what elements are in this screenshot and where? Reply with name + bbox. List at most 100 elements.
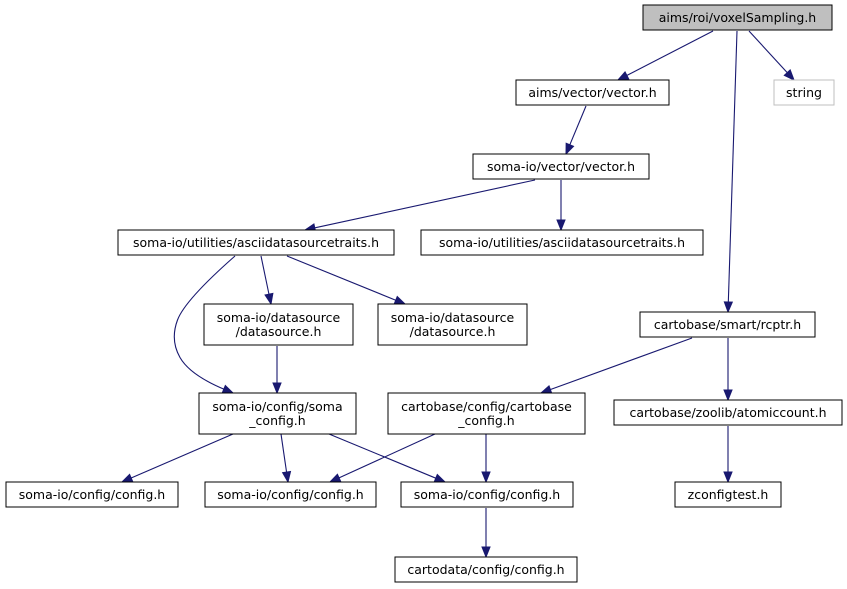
- node-layer: aims/roi/voxelSampling.h aims/vector/vect…: [5, 4, 843, 583]
- node-label: aims/vector/vector.h: [528, 85, 656, 100]
- edge-line: [286, 255, 397, 302]
- node-label: _config.h: [248, 413, 305, 428]
- arrowhead: [723, 301, 734, 314]
- node-ds1[interactable]: soma-io/datasource/datasource.h: [203, 303, 354, 346]
- node-rcptr[interactable]: cartobase/smart/rcptr.h: [639, 311, 816, 338]
- node-label: soma-io/config/config.h: [414, 487, 560, 502]
- node-box: [117, 229, 395, 256]
- arrowhead: [723, 471, 733, 484]
- edge-root-to-rcptr: [723, 30, 738, 314]
- node-label: cartobase/zoolib/atomiccount.h: [629, 405, 826, 420]
- edge-soma_config-to-config1: [120, 433, 234, 483]
- edge-line: [328, 433, 437, 480]
- node-box: [639, 311, 816, 338]
- edge-line: [173, 255, 236, 391]
- node-config3[interactable]: soma-io/config/config.h: [400, 481, 574, 508]
- arrowhead: [783, 69, 795, 81]
- arrowhead: [221, 384, 235, 394]
- arrowhead: [281, 470, 292, 484]
- node-label: cartobase/smart/rcptr.h: [654, 317, 801, 332]
- node-box: [515, 79, 670, 106]
- edge-line: [313, 179, 536, 229]
- edge-rcptr-to-cartobase_config: [539, 337, 693, 394]
- node-box: [642, 4, 833, 31]
- node-label: /datasource.h: [410, 324, 496, 339]
- edge-ascii1-to-ds2: [286, 255, 407, 305]
- node-box: [674, 481, 782, 508]
- arrowhead: [433, 473, 447, 483]
- edge-line: [130, 433, 234, 479]
- arrowhead: [272, 382, 282, 395]
- node-label: zconfigtest.h: [688, 487, 769, 502]
- edge-cartobase_config-to-config2: [328, 433, 436, 483]
- node-label: /datasource.h: [236, 324, 322, 339]
- node-soma_config[interactable]: soma-io/config/soma_config.h: [198, 392, 357, 435]
- edge-rcptr-to-atomiccount: [723, 338, 733, 402]
- node-box: [5, 481, 179, 508]
- edge-cartobase_config-to-config3: [481, 434, 491, 484]
- node-config2[interactable]: soma-io/config/config.h: [204, 481, 377, 508]
- edge-aims_vector-to-soma_vector: [565, 105, 587, 156]
- node-label: soma-io/vector/vector.h: [487, 159, 635, 174]
- node-ascii1[interactable]: soma-io/utilities/asciidatasourcetraits.…: [117, 229, 395, 256]
- edge-config3-to-cartodata_config: [481, 508, 491, 559]
- node-zconfigtest[interactable]: zconfigtest.h: [674, 481, 782, 508]
- node-atomiccount[interactable]: cartobase/zoolib/atomiccount.h: [613, 399, 843, 426]
- arrowhead: [565, 142, 575, 156]
- arrowhead: [556, 219, 566, 232]
- edge-line: [549, 337, 693, 391]
- node-ds2[interactable]: soma-io/datasource/datasource.h: [377, 303, 528, 346]
- edge-line: [280, 433, 288, 474]
- node-box: [387, 392, 586, 435]
- edge-layer: [120, 30, 795, 559]
- arrowhead: [328, 473, 342, 483]
- arrowhead: [723, 389, 733, 402]
- edge-ascii1-to-soma_config: [173, 255, 236, 394]
- node-box: [394, 556, 578, 583]
- node-config1[interactable]: soma-io/config/config.h: [5, 481, 179, 508]
- node-root: aims/roi/voxelSampling.h: [642, 4, 833, 31]
- node-label: cartobase/config/cartobase: [401, 399, 572, 414]
- node-box: [377, 303, 528, 346]
- node-label: soma-io/utilities/asciidatasourcetraits.…: [133, 235, 379, 250]
- node-aims_vector[interactable]: aims/vector/vector.h: [515, 79, 670, 106]
- node-label: soma-io/config/soma: [212, 399, 342, 414]
- node-soma_vector[interactable]: soma-io/vector/vector.h: [472, 153, 650, 180]
- edge-root-to-string: [748, 30, 795, 81]
- node-label: _config.h: [457, 413, 514, 428]
- node-box: [472, 153, 650, 180]
- node-label: soma-io/utilities/asciidatasourcetraits.…: [439, 235, 685, 250]
- edge-soma_vector-to-ascii1: [303, 179, 536, 233]
- edge-line: [568, 105, 587, 146]
- arrowhead: [539, 384, 553, 394]
- edge-line: [625, 30, 714, 77]
- node-cartobase_config[interactable]: cartobase/config/cartobase_config.h: [387, 392, 586, 435]
- node-box: [773, 79, 835, 106]
- arrowhead: [393, 295, 407, 305]
- edge-line: [727, 30, 738, 304]
- node-string[interactable]: string: [773, 79, 835, 106]
- node-box: [400, 481, 574, 508]
- node-box: [203, 303, 354, 346]
- node-label: cartodata/config/config.h: [407, 562, 564, 577]
- node-ascii2[interactable]: soma-io/utilities/asciidatasourcetraits.…: [420, 229, 704, 256]
- edge-ds1-to-soma_config: [272, 346, 282, 395]
- edge-line: [337, 433, 436, 479]
- arrowhead: [481, 471, 491, 484]
- arrowhead: [481, 546, 491, 559]
- node-label: soma-io/config/config.h: [217, 487, 363, 502]
- node-label: aims/roi/voxelSampling.h: [659, 10, 816, 25]
- edge-root-to-aims_vector: [616, 30, 714, 81]
- edge-line: [748, 30, 789, 74]
- node-box: [204, 481, 377, 508]
- node-box: [198, 392, 357, 435]
- arrowhead: [120, 473, 134, 483]
- node-box: [420, 229, 704, 256]
- node-cartodata_config[interactable]: cartodata/config/config.h: [394, 556, 578, 583]
- arrowhead: [264, 292, 274, 306]
- arrowhead: [616, 70, 630, 81]
- node-label: soma-io/datasource: [217, 310, 341, 325]
- node-label: soma-io/config/config.h: [19, 487, 165, 502]
- edge-soma_config-to-config2: [280, 433, 292, 484]
